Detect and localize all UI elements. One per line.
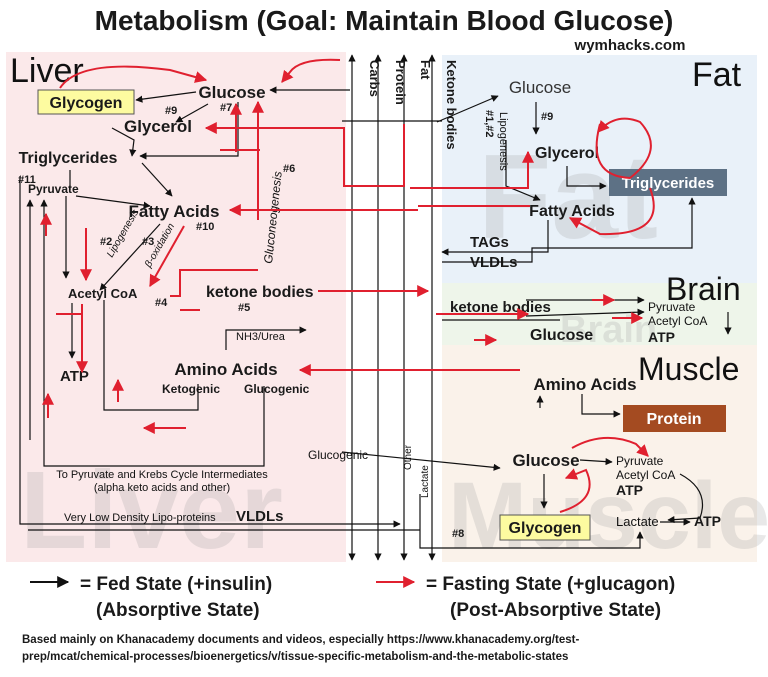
footer-line-2: prep/mcat/chemical-processes/bioenergeti… bbox=[22, 651, 568, 663]
source-site: wymhacks.com bbox=[574, 37, 686, 54]
fat-glycerol: Glycerol bbox=[535, 145, 599, 162]
liver-triglycerides: Triglycerides bbox=[19, 150, 118, 167]
muscle-atp: ATP bbox=[616, 482, 643, 498]
blood-column-ketone-bodies: Ketone bodies bbox=[444, 60, 459, 150]
muscle-region bbox=[442, 345, 757, 562]
liver-marker-3: #3 bbox=[142, 236, 154, 248]
brain-acetyl-coa: Acetyl CoA bbox=[648, 314, 707, 328]
liver-glycogen: Glycogen bbox=[50, 95, 123, 112]
liver-marker-4: #4 bbox=[155, 297, 168, 309]
liver-watermark: Liver bbox=[20, 449, 283, 572]
muscle-glucose: Glucose bbox=[512, 451, 579, 470]
liver-title: Liver bbox=[10, 52, 84, 90]
muscle-pyruvate: Pyruvate bbox=[616, 454, 664, 468]
fasting-state-arrows bbox=[40, 58, 655, 513]
muscle-glycogen-box bbox=[499, 514, 591, 541]
brain-title: Brain bbox=[666, 271, 741, 307]
fat-marker-9: #9 bbox=[541, 111, 553, 123]
muscle-acetyl-coa: Acetyl CoA bbox=[616, 468, 675, 482]
liver-marker-6: #6 bbox=[283, 163, 295, 175]
muscle-marker-8: #8 bbox=[452, 528, 464, 540]
middle-other: Other bbox=[403, 444, 414, 470]
liver-marker-2: #2 bbox=[100, 236, 112, 248]
liver-region bbox=[6, 52, 346, 562]
fat-lipogenesis-label: Lipogenesis bbox=[497, 112, 509, 171]
liver-krebs-line1: To Pyruvate and Krebs Cycle Intermediate… bbox=[56, 469, 268, 481]
liver-marker-5: #5 bbox=[238, 302, 250, 314]
fat-fatty-acids: Fatty Acids bbox=[529, 203, 615, 220]
middle-glucogenic: Glucogenic bbox=[308, 448, 368, 462]
fat-tags: TAGs bbox=[470, 234, 509, 251]
legend-fed-sub: (Absorptive State) bbox=[96, 600, 260, 621]
brain-atp: ATP bbox=[648, 329, 675, 345]
fat-triglycerides-box bbox=[609, 169, 727, 196]
liver-pyruvate: Pyruvate bbox=[28, 182, 79, 196]
liver-atp: ATP bbox=[60, 368, 89, 385]
blood-column-protein: Protein bbox=[393, 60, 408, 105]
liver-vldl-caption: Very Low Density Lipo-proteins bbox=[64, 512, 216, 524]
liver-vldl: VLDLs bbox=[236, 508, 284, 525]
fat-glucose: Glucose bbox=[509, 78, 571, 97]
blood-stream bbox=[342, 54, 442, 561]
page-title: Metabolism (Goal: Maintain Blood Glucose… bbox=[95, 5, 674, 36]
middle-lactate: Lactate bbox=[420, 465, 431, 498]
legend-fasting-label: = Fasting State (+glucagon) bbox=[426, 574, 675, 595]
liver-ketogenic: Ketogenic bbox=[162, 382, 220, 396]
liver-glycogen-box bbox=[37, 89, 135, 115]
fed-state-arrows bbox=[19, 86, 732, 549]
liver-marker-7: #7 bbox=[220, 102, 232, 114]
muscle-protein: Protein bbox=[646, 411, 701, 428]
legend-fed-label: = Fed State (+insulin) bbox=[80, 574, 272, 595]
muscle-amino-acids: Amino Acids bbox=[533, 375, 636, 394]
footer-line-1: Based mainly on Khanacademy documents an… bbox=[22, 634, 579, 646]
muscle-glycogen: Glycogen bbox=[509, 520, 582, 537]
liver-ketone-bodies: ketone bodies bbox=[206, 284, 314, 301]
blood-column-carbs: Carbs bbox=[367, 60, 382, 97]
liver-glycerol: Glycerol bbox=[124, 117, 192, 136]
muscle-lactate: Lactate bbox=[616, 514, 659, 529]
muscle-title: Muscle bbox=[638, 351, 739, 387]
liver-krebs-line2: (alpha keto acids and other) bbox=[94, 482, 230, 494]
liver-marker-9: #9 bbox=[165, 105, 177, 117]
liver-marker-10: #10 bbox=[196, 221, 214, 233]
muscle-atp-lactate: ATP bbox=[694, 513, 721, 529]
muscle-protein-box bbox=[623, 405, 726, 432]
blood-column-fat: Fat bbox=[418, 60, 433, 80]
liver-glucogenic: Glucogenic bbox=[244, 382, 310, 396]
brain-pyruvate: Pyruvate bbox=[648, 300, 696, 314]
liver-acetyl-coa: Acetyl CoA bbox=[68, 286, 138, 301]
liver-glucose: Glucose bbox=[198, 83, 265, 102]
fat-marker-1-2: #1,#2 bbox=[483, 110, 495, 138]
brain-glucose: Glucose bbox=[530, 327, 593, 344]
fat-triglycerides: Triglycerides bbox=[622, 175, 715, 192]
liver-nh3-urea: NH3/Urea bbox=[236, 331, 286, 343]
liver-amino-acids: Amino Acids bbox=[174, 360, 277, 379]
fat-title: Fat bbox=[692, 56, 742, 94]
liver-fatty-acids: Fatty Acids bbox=[128, 202, 219, 221]
legend-fasting-sub: (Post-Absorptive State) bbox=[450, 600, 661, 621]
liver-marker-11: #11 bbox=[18, 174, 36, 186]
fat-watermark: Fat bbox=[478, 130, 658, 264]
